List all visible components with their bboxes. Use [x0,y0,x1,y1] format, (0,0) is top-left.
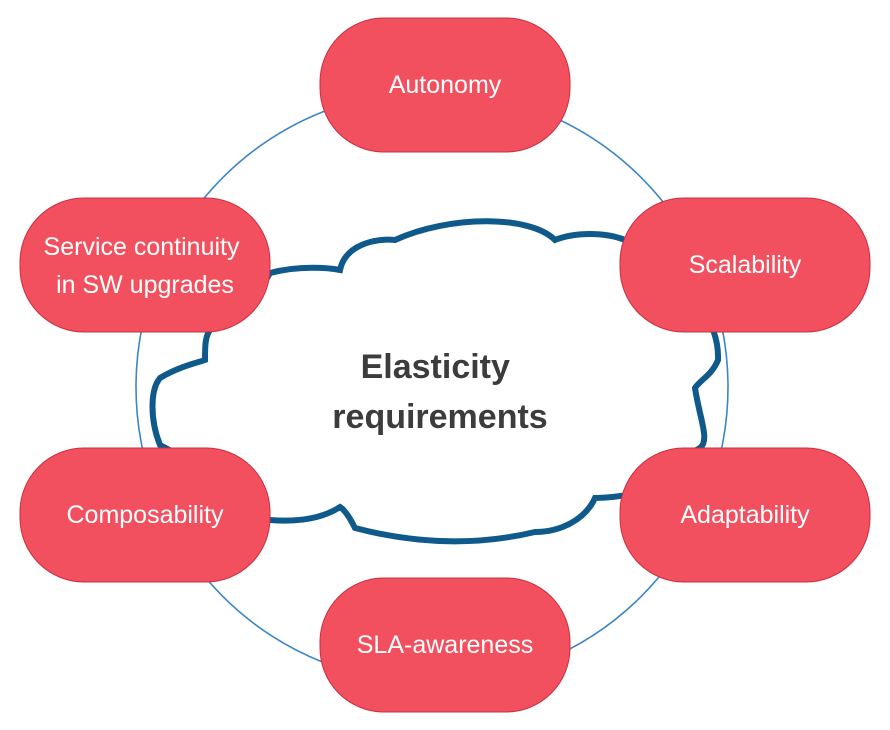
node-service-continuity-box [19,197,271,333]
node-composability-label-line-1: Composability [66,501,224,529]
node-service-continuity-label-line-1: Service continuity [44,233,240,261]
center-title: Elasticity requirements [332,348,547,436]
node-scalability-label-line-1: Scalability [689,251,802,279]
node-sla-awareness-label: SLA-awareness [357,631,533,659]
node-autonomy-box [319,17,571,153]
center-title-line-1: Elasticity [361,348,510,386]
node-service-continuity-label-line-2: in SW upgrades [56,271,234,299]
center-title-line-2: requirements [332,398,547,436]
node-scalability-label: Scalability [689,251,802,279]
node-adaptability-box [619,447,871,583]
node-service-continuity: Service continuity in SW upgrades [19,197,271,333]
node-autonomy-label: Autonomy [389,71,502,99]
node-autonomy: Autonomy [319,17,571,153]
node-composability-label: Composability [66,501,224,529]
node-sla-awareness-box [319,577,571,713]
node-adaptability-label: Adaptability [680,501,810,529]
node-autonomy-label-line-1: Autonomy [389,71,502,99]
node-composability-box [19,447,271,583]
cloud-shape [149,218,722,545]
node-service-continuity-label: Service continuity in SW upgrades [44,233,247,299]
node-composability: Composability [19,447,271,583]
node-sla-awareness-label-line-1: SLA-awareness [357,631,533,659]
node-adaptability: Adaptability [619,447,871,583]
node-scalability-box [619,197,871,333]
node-sla-awareness: SLA-awareness [319,577,571,713]
node-adaptability-label-line-1: Adaptability [680,501,810,529]
node-scalability: Scalability [619,197,871,333]
